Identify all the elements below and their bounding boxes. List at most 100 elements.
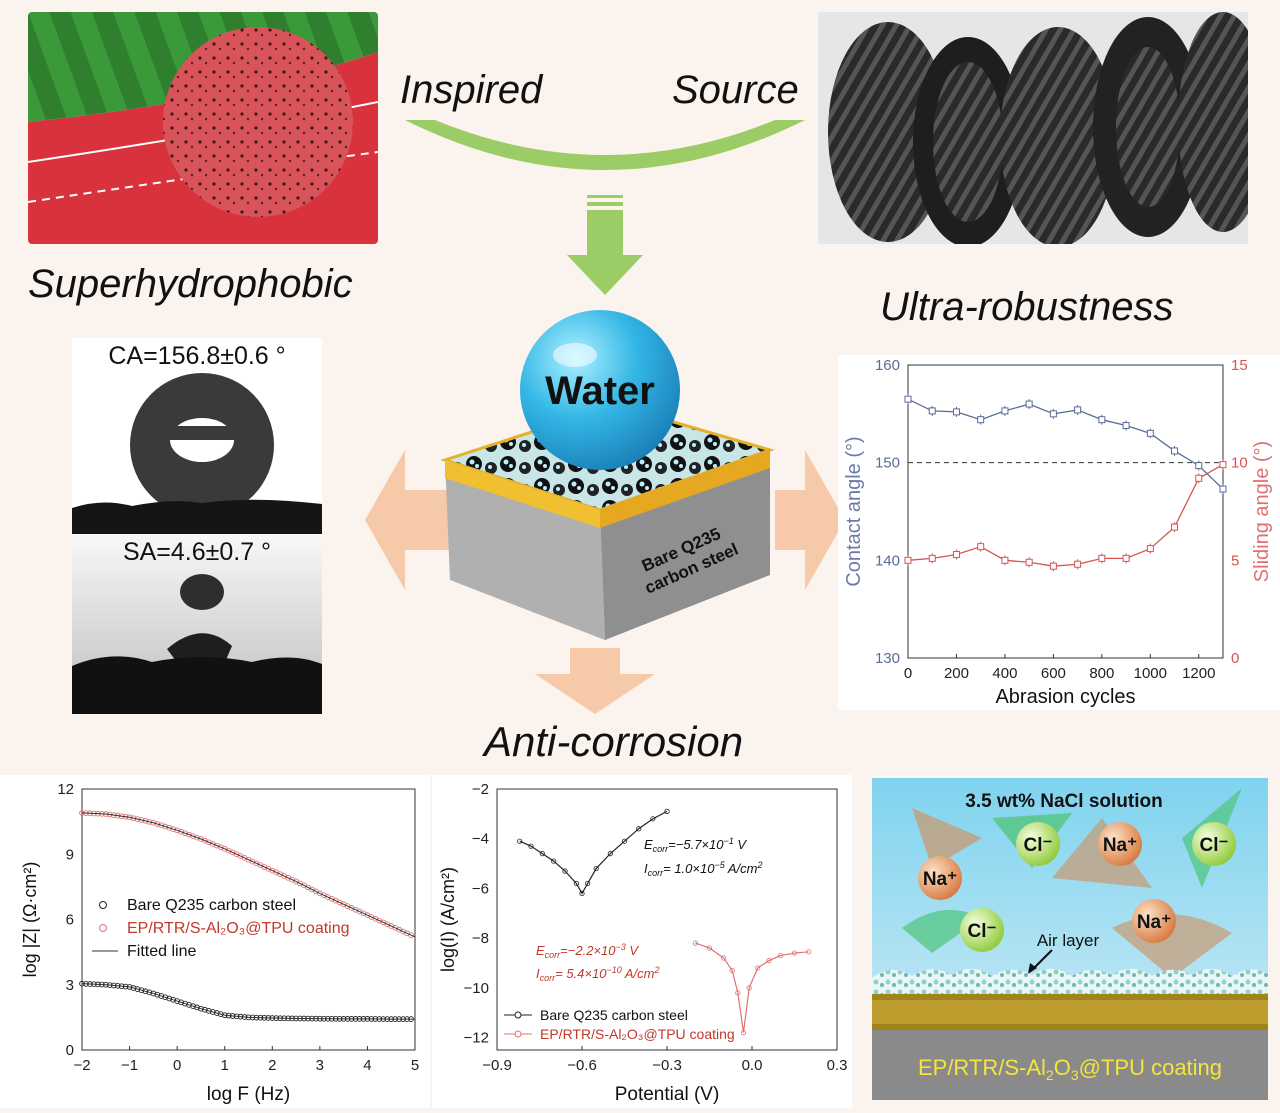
series-line: [907, 464, 1224, 567]
data-point: [539, 851, 545, 857]
data-point: [182, 1000, 188, 1007]
ion-cl-3: Cl⁻: [967, 921, 996, 942]
y-tick-label: −6: [472, 880, 489, 897]
data-point: [755, 965, 761, 971]
data-point: [206, 1008, 212, 1014]
data-point: [585, 880, 591, 887]
tires-image: [818, 12, 1248, 244]
data-point: [1122, 554, 1130, 562]
data-point: [977, 416, 985, 424]
air-layer-label: Air layer: [1037, 931, 1100, 950]
x-tick-label: 0.3: [827, 1057, 848, 1074]
x-tick-label: 2: [268, 1057, 276, 1074]
data-point: [158, 993, 165, 999]
legend-label: EP/RTR/S-Al₂O₃@TPU coating: [540, 1026, 735, 1042]
ca-label-over: CA=156.8±0.6 °: [72, 342, 322, 371]
sa-label: SA=4.6±0.7 °: [122, 538, 272, 566]
data-point: [1074, 406, 1082, 414]
y-tick-label: 150: [875, 455, 900, 472]
y-tick-label: 9: [66, 846, 74, 863]
x-axis-label: Potential (V): [615, 1084, 720, 1105]
y-tick-label: −12: [464, 1030, 489, 1047]
ion-cl-2: Cl⁻: [1199, 835, 1228, 856]
y-tick-label: 160: [875, 357, 900, 374]
ion-na-2: Na⁺: [1103, 835, 1137, 856]
inspiration-arrow: [405, 120, 805, 295]
data-point: [1074, 560, 1082, 568]
data-point: [194, 1004, 200, 1011]
x-tick-label: 3: [316, 1057, 324, 1074]
y2-tick-label: 15: [1231, 357, 1248, 374]
y2-axis-label: Sliding angle (°): [1251, 441, 1273, 582]
data-point: [766, 957, 772, 964]
x-tick-label: 5: [411, 1057, 419, 1074]
data-point: [130, 815, 137, 822]
y-tick-label: −4: [472, 831, 489, 848]
x-axis-label: log F (Hz): [207, 1084, 290, 1105]
series-line: [907, 398, 1224, 490]
y2-tick-label: 10: [1231, 455, 1248, 472]
data-point: [621, 838, 628, 844]
tafel-annotation: Ecorr=−2.2×10−3 V: [536, 942, 639, 960]
data-point: [721, 955, 727, 961]
left-arrow: [365, 450, 455, 590]
x-tick-label: 400: [992, 665, 1017, 682]
fitted-line: [81, 983, 415, 1020]
data-point: [729, 967, 735, 974]
data-point: [573, 880, 579, 887]
y-axis-label: Contact angle (°): [843, 436, 865, 586]
y-tick-label: 140: [875, 552, 900, 569]
legend-marker: [99, 901, 107, 909]
x-tick-label: 0: [173, 1057, 181, 1074]
ion-cl-1: Cl⁻: [1023, 835, 1052, 856]
data-point: [1146, 429, 1154, 437]
coating-block-diagram: Bare Q235 carbon steel Water: [440, 310, 775, 640]
data-point: [1098, 554, 1106, 562]
data-point: [134, 816, 141, 822]
data-point: [134, 986, 141, 992]
data-point: [1049, 410, 1057, 418]
data-point: [1195, 474, 1203, 482]
data-point: [186, 1002, 192, 1008]
data-point: [190, 1003, 196, 1009]
data-point: [142, 818, 149, 824]
y-tick-label: −8: [472, 930, 489, 947]
y-tick-label: 130: [875, 650, 900, 667]
data-point: [1195, 462, 1203, 470]
data-point: [1171, 523, 1179, 531]
data-point: [579, 890, 585, 897]
data-point: [806, 949, 812, 955]
data-point: [607, 851, 613, 857]
tafel-annotation: Icorr= 5.4×10−10 A/cm2: [536, 965, 660, 983]
y-tick-label: 3: [66, 977, 74, 994]
x-tick-label: 1000: [1134, 665, 1167, 682]
y-axis-label: log |Z| (Ω·cm²): [20, 862, 40, 978]
data-point: [562, 868, 568, 874]
data-point: [1122, 422, 1130, 430]
y-tick-label: −2: [472, 781, 489, 798]
data-point: [408, 932, 414, 938]
data-point: [1098, 416, 1106, 424]
data-point: [146, 818, 153, 825]
data-point: [740, 1030, 747, 1036]
data-point: [528, 843, 534, 849]
right-arrow: [775, 450, 845, 590]
data-point: [170, 826, 177, 832]
data-point: [706, 945, 713, 951]
data-point: [735, 990, 741, 996]
data-point: [650, 816, 656, 822]
contact-angle-image: CA=156.8±0.6 ° CA=156.8±0.6 °: [72, 338, 322, 534]
data-point: [952, 408, 960, 416]
y-tick-label: 6: [66, 912, 74, 929]
data-point: [162, 994, 169, 1001]
ion-na-3: Na⁺: [1137, 912, 1171, 933]
legend-label: Bare Q235 carbon steel: [127, 897, 296, 914]
data-point: [1001, 556, 1009, 564]
data-point: [217, 1011, 224, 1017]
